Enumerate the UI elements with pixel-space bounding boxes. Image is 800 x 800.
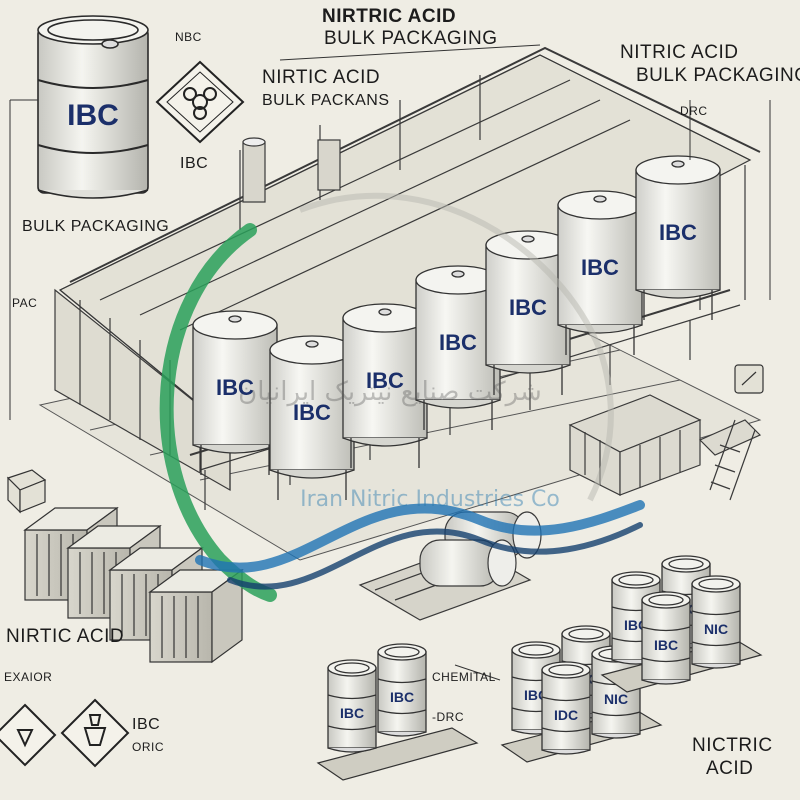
ibc-tank: IBC bbox=[192, 310, 278, 475]
biohazard-diamond-icon bbox=[155, 60, 245, 144]
ibc-tank: IBC bbox=[269, 335, 355, 500]
top-title-line1: NIRTRIC ACID bbox=[322, 6, 457, 27]
drum-pallet-center: IBCNICIDCNIC bbox=[500, 625, 663, 763]
bottom-left-title: NIRTIC ACID bbox=[6, 626, 125, 647]
drum: NIC bbox=[691, 575, 741, 669]
bulk-packaging-left-label: BULK PACKAGING bbox=[22, 218, 170, 235]
upper-left-title-line2: BULK PACKANS bbox=[262, 92, 390, 109]
svg-text:شرکت صنایع نیتریک ایرانیان: شرکت صنایع نیتریک ایرانیان bbox=[238, 377, 542, 407]
ibc-tank-label: IBC bbox=[293, 400, 331, 425]
pallet-base bbox=[316, 727, 479, 781]
ibc-tank: IBC bbox=[635, 155, 721, 320]
ibc-tank: IBC bbox=[342, 303, 428, 468]
drum: IBC bbox=[641, 591, 691, 685]
hazard-box-left-icon bbox=[6, 469, 47, 514]
drc-bottom-label: -DRC bbox=[432, 710, 464, 724]
large-ibc-drum: IBC bbox=[37, 15, 149, 199]
hazard-box-right-icon bbox=[734, 364, 764, 394]
drum-label: IBC bbox=[654, 637, 678, 653]
drum-pallet-right: IBCIDCIBCNIC bbox=[600, 555, 763, 693]
drum-label: NIC bbox=[604, 691, 628, 707]
bottom-right-line2: ACID bbox=[706, 758, 754, 779]
bottom-left-subtitle: EXAIOR bbox=[4, 670, 53, 684]
drum: IDC bbox=[541, 661, 591, 755]
drc-top-label: DRC bbox=[680, 104, 708, 118]
corner-code-label: NBC bbox=[175, 30, 202, 44]
crate bbox=[148, 568, 244, 664]
ibc-left-label: IBC bbox=[180, 155, 209, 172]
drum-label: IDC bbox=[554, 707, 578, 723]
drum-label: IBC bbox=[340, 705, 364, 721]
ibc-tank-label: IBC bbox=[581, 255, 619, 280]
ibc-tank: IBC bbox=[485, 230, 571, 395]
ibc-tank-row: IBC IBC IBC IBC IBC IBC IBC bbox=[192, 155, 721, 500]
ibc-tank-label: IBC bbox=[216, 375, 254, 400]
hazard-diamond-bottom-left-icon bbox=[0, 703, 57, 767]
ibc-tank-label: IBC bbox=[659, 220, 697, 245]
company-watermark: Iran Nitric Industries Co شرکت صنایع نیت… bbox=[159, 192, 645, 602]
chemical-label: CHEMITAL bbox=[432, 670, 496, 684]
oric-bottom-label: ORIC bbox=[132, 740, 164, 754]
side-code-label: PAC bbox=[12, 296, 38, 310]
drum: IBC bbox=[377, 643, 427, 737]
svg-text:IBC: IBC bbox=[67, 99, 119, 132]
corrosive-diamond-icon bbox=[60, 698, 130, 768]
loading-shed bbox=[568, 394, 762, 501]
svg-text:Iran Nitric Industries Co: Iran Nitric Industries Co bbox=[300, 487, 560, 512]
horizontal-drums bbox=[358, 511, 542, 621]
ibc-tank-label: IBC bbox=[509, 295, 547, 320]
crate-stacks bbox=[23, 506, 244, 664]
drum-label: IBC bbox=[390, 689, 414, 705]
top-right-line2: BULK PACKAGING bbox=[636, 65, 800, 86]
top-title-line2: BULK PACKAGING bbox=[324, 28, 498, 49]
upper-left-title-line1: NIRTIC ACID bbox=[262, 67, 381, 88]
top-right-line1: NITRIC ACID bbox=[620, 42, 739, 63]
ibc-bottom-label: IBC bbox=[132, 716, 161, 733]
drum-label: NIC bbox=[704, 621, 728, 637]
ibc-tank-label: IBC bbox=[439, 330, 477, 355]
drum-pallet-small: IBC IBC bbox=[316, 643, 479, 781]
drum: IBC bbox=[327, 659, 377, 753]
callout-lines bbox=[9, 44, 771, 681]
bottom-right-line1: NICTRIC bbox=[692, 735, 773, 756]
ibc-tank-label: IBC bbox=[366, 368, 404, 393]
